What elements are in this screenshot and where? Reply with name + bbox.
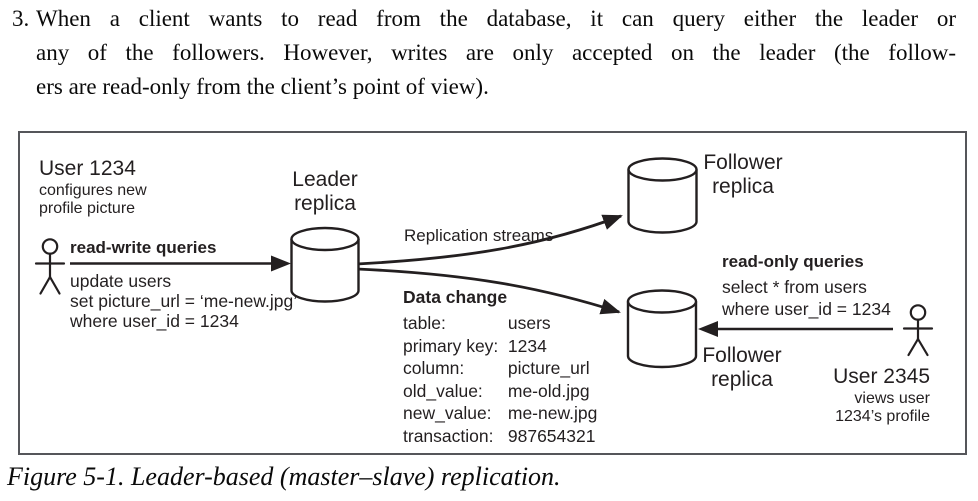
- follower-bottom-line-2: replica: [711, 368, 773, 391]
- row-label: primary key:: [403, 335, 499, 356]
- list-item-line-1: When a client wants to read from the dat…: [36, 6, 956, 31]
- data-change-row: column: picture_url: [403, 357, 597, 380]
- follower-bottom-line-1: Follower: [702, 344, 782, 367]
- query-line-where: where user_id = 1234: [70, 311, 239, 331]
- data-change-title: Data change: [403, 287, 508, 307]
- row-label: transaction:: [403, 425, 494, 446]
- data-change-row: table: users: [403, 312, 597, 335]
- right-client-title: User 2345: [833, 365, 930, 388]
- list-item-line-2: any of the followers. However, writes ar…: [36, 40, 956, 65]
- follower-bottom-label: Follower replica: [698, 344, 786, 392]
- row-value: users: [507, 313, 551, 333]
- row-value: picture_url: [507, 358, 590, 378]
- leader-label-line-2: replica: [294, 192, 356, 215]
- follower-top-line-1: Follower: [703, 151, 783, 174]
- list-item-line-3: ers are read-only from the client’s poin…: [36, 74, 489, 99]
- read-only-queries-label: read-only queries: [722, 252, 864, 271]
- leader-replica-label: Leader replica: [283, 168, 367, 216]
- row-value: 1234: [507, 335, 547, 356]
- row-label: column:: [403, 358, 465, 378]
- read-only-query-sql: select * from users where user_id = 1234: [722, 276, 891, 320]
- query-line-where-read: where user_id = 1234: [722, 299, 891, 319]
- left-client-title: User 1234: [39, 157, 136, 180]
- read-write-query-sql: update users set picture_url = ‘me-new.j…: [70, 271, 297, 331]
- row-value: 987654321: [507, 425, 596, 446]
- follower-top-line-2: replica: [712, 175, 774, 198]
- row-label: table:: [403, 313, 446, 333]
- figure-caption: Figure 5-1. Leader-based (master–slave) …: [7, 462, 561, 491]
- left-client-desc-1: configures new: [39, 182, 147, 199]
- list-item-text: When a client wants to read from the dat…: [36, 2, 956, 104]
- query-line-set: set picture_url = ‘me-new.jpg’: [70, 291, 298, 311]
- data-change-row: old_value: me-old.jpg: [403, 380, 597, 403]
- leader-label-line-1: Leader: [292, 168, 358, 191]
- read-write-queries-label: read-write queries: [70, 238, 217, 257]
- right-client-desc-1: views user: [854, 390, 930, 407]
- row-value: me-old.jpg: [507, 380, 590, 401]
- data-change-row: primary key: 1234: [403, 335, 597, 358]
- follower-top-label: Follower replica: [699, 151, 787, 199]
- right-client-desc-2: 1234’s profile: [835, 408, 930, 425]
- row-label: old_value:: [403, 380, 483, 401]
- replication-streams-label: Replication streams: [404, 226, 554, 245]
- data-change-row: transaction: 987654321: [403, 425, 597, 448]
- list-item-number: 3.: [12, 6, 30, 31]
- query-line-update: update users: [70, 271, 172, 291]
- data-change-table: table: users primary key: 1234 column: p…: [403, 312, 597, 447]
- query-line-select: select * from users: [722, 277, 867, 297]
- row-label: new_value:: [403, 403, 492, 423]
- row-value: me-new.jpg: [507, 403, 598, 423]
- data-change-row: new_value: me-new.jpg: [403, 402, 597, 425]
- left-client-desc-2: profile picture: [39, 200, 136, 217]
